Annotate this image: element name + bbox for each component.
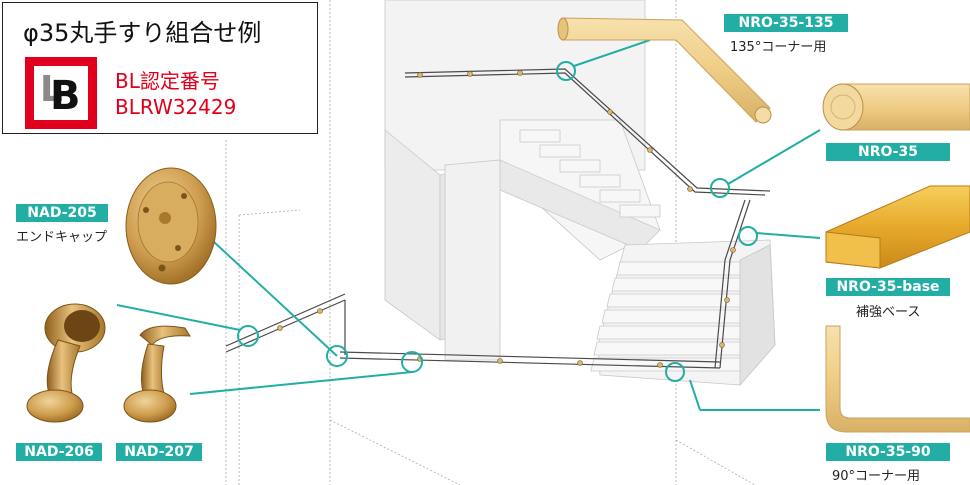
nro-35-rail-image xyxy=(822,83,970,131)
bl-logo-inner: L B xyxy=(34,66,88,120)
callout-circles xyxy=(237,61,758,382)
nro-35-135-rail-image xyxy=(557,17,772,124)
bl-logo: L B xyxy=(25,57,97,129)
bl-logo-b: B xyxy=(50,73,81,119)
nad-207-image xyxy=(123,325,191,423)
badge-nro-35-base: NRO-35-base xyxy=(826,278,950,296)
handrail-lines xyxy=(225,68,771,369)
nad-205-image xyxy=(125,167,217,285)
badge-nro-35: NRO-35 xyxy=(826,143,950,161)
caption-nro-35-90: 90°コーナー用 xyxy=(832,469,921,484)
badge-nad-206: NAD-206 xyxy=(16,443,102,461)
badge-nad-205: NAD-205 xyxy=(16,204,108,222)
badge-nro-35-135: NRO-35-135 xyxy=(724,14,848,32)
bl-logo-l: L xyxy=(40,69,63,110)
wall-outlines xyxy=(225,0,756,485)
callout-leaders xyxy=(116,39,821,411)
nro-35-90-rail-image xyxy=(825,325,970,433)
certification-number: BLRW32429 xyxy=(115,95,237,119)
badge-nad-207: NAD-207 xyxy=(116,443,202,461)
caption-nro-35-base: 補強ベース xyxy=(856,305,921,320)
caption-nro-35-135: 135°コーナー用 xyxy=(730,40,827,55)
caption-nad-205: エンドキャップ xyxy=(16,230,108,245)
certification-label: BL認定番号 xyxy=(115,69,220,93)
badge-nro-35-90: NRO-35-90 xyxy=(826,443,950,461)
page-title: φ35丸手すり組合せ例 xyxy=(23,19,262,47)
nad-206-image xyxy=(26,303,106,423)
nro-35-base-image xyxy=(825,185,970,269)
title-box: φ35丸手すり組合せ例 L B BL認定番号 BLRW32429 xyxy=(2,2,318,134)
